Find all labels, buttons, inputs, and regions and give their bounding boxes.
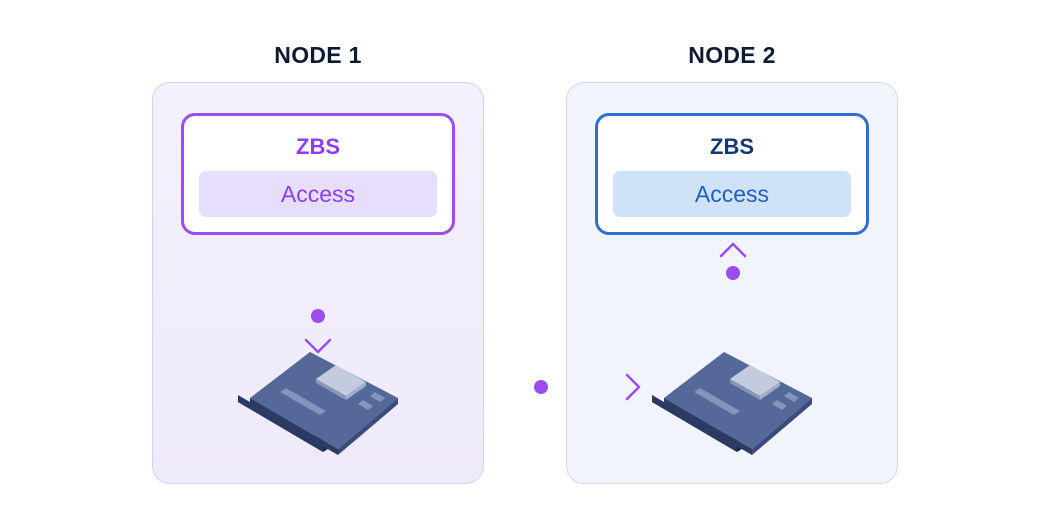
arrow-down-icon [304, 338, 332, 354]
down-connector-dot [311, 309, 325, 323]
node-2-up-connector [719, 242, 747, 352]
node-2-title: NODE 2 [688, 42, 776, 68]
network-card-icon [652, 352, 812, 455]
node-2-zbs-box: ZBS Access [595, 113, 869, 235]
arrow-up-icon [719, 242, 747, 258]
node-1-title: NODE 1 [274, 42, 362, 68]
node-1-down-connector [304, 243, 332, 354]
horizontal-connector-dot [534, 380, 548, 394]
node-2-zbs-label: ZBS [710, 134, 754, 159]
node-2-access-pill: Access [613, 171, 851, 217]
node-1-zbs-box: ZBS Access [181, 113, 455, 235]
up-connector-dot [726, 266, 740, 280]
node-1-zbs-label: ZBS [296, 134, 340, 159]
arrow-right-icon [625, 373, 641, 401]
cross-node-connector [400, 373, 641, 401]
node-1-access-pill: Access [199, 171, 437, 217]
network-card-icon [238, 352, 398, 455]
